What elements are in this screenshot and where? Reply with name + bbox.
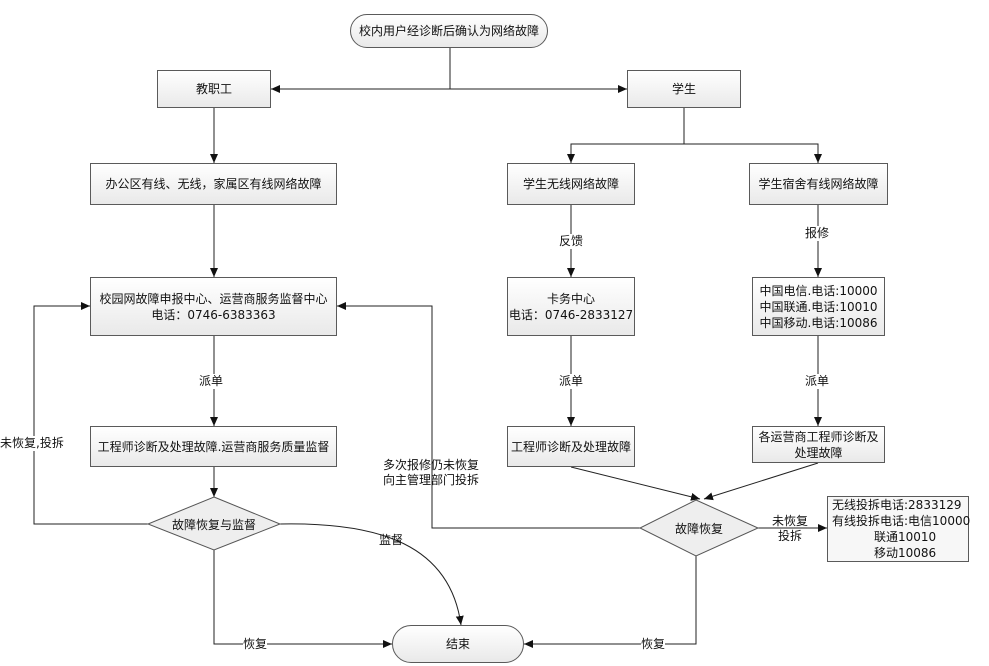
card-center-node: 卡务中心 电话：0746-2833127 <box>507 277 635 336</box>
complaint-line-1: 无线投拆电话:2833129 <box>832 498 962 512</box>
label-recover-right: 恢复 <box>641 637 666 652</box>
end-node: 结束 <box>392 625 524 663</box>
label-unrecovered-left: 未恢复,投拆 <box>0 436 64 451</box>
edge-supervise <box>279 523 464 626</box>
diamond-right-shape <box>638 499 760 557</box>
label-feedback: 反馈 <box>559 234 584 249</box>
engineer-right-line-2: 处理故障 <box>794 445 843 460</box>
edge-left-loop <box>33 302 148 525</box>
engineer-right-node: 各运营商工程师诊断及 处理故障 <box>752 426 885 463</box>
label-multi-report-line-2: 向主管理部门投拆 <box>383 473 480 487</box>
diamond-left-text: 故障恢复与监督 <box>171 518 256 532</box>
carriers-line-3: 中国移动.电话:10086 <box>759 315 878 330</box>
office-fault-node: 办公区有线、无线，家属区有线网络故障 <box>90 163 337 205</box>
engineer-right-line-1: 各运营商工程师诊断及 <box>758 429 879 444</box>
label-dispatch-left: 派单 <box>199 374 224 389</box>
dorm-wired-text: 学生宿舍有线网络故障 <box>758 177 879 191</box>
label-unrecovered-right-line-1: 未恢复 <box>772 514 809 528</box>
engineer-mid-text: 工程师诊断及处理故障 <box>510 439 631 454</box>
card-center-line-2: 电话：0746-2833127 <box>508 307 634 322</box>
edge-mid-diamond <box>570 466 701 501</box>
label-multi-report: 多次报修仍未恢复 向主管理部门投拆 <box>383 458 479 488</box>
carriers-line-1: 中国电信.电话:10000 <box>759 283 878 298</box>
complaint-box: 无线投拆电话:2833129 有线投拆电话:电信10000 联通10010 移动… <box>827 496 971 562</box>
edge-student-wireless <box>567 108 685 163</box>
end-text: 结束 <box>445 637 470 651</box>
office-fault-text: 办公区有线、无线，家属区有线网络故障 <box>105 177 322 191</box>
student-text: 学生 <box>671 82 696 96</box>
edge-right-recover <box>524 556 697 648</box>
complaint-line-4: 移动10086 <box>832 546 937 560</box>
edge-student-dorm <box>684 143 822 163</box>
edge-right-diamond <box>703 462 819 501</box>
label-dispatch-mid: 派单 <box>559 374 584 389</box>
label-multi-report-line-1: 多次报修仍未恢复 <box>383 458 480 472</box>
staff-text: 教职工 <box>195 82 232 96</box>
complaint-line-3: 联通10010 <box>832 530 937 544</box>
diamond-left-shape <box>146 496 282 551</box>
edge-start-staff <box>271 46 451 93</box>
start-node: 校内用户经诊断后确认为网络故障 <box>350 14 548 48</box>
label-unrecovered-right: 未恢复 投拆 <box>772 514 808 544</box>
staff-node: 教职工 <box>157 70 271 108</box>
carriers-node: 中国电信.电话:10000 中国联通.电话:10010 中国移动.电话:1008… <box>752 277 885 336</box>
label-supervise: 监督 <box>379 533 404 547</box>
engineer-mid-node: 工程师诊断及处理故障 <box>507 426 635 467</box>
campus-center-line-1: 校园网故障申报中心、运营商服务监督中心 <box>99 291 328 306</box>
carriers-line-2: 中国联通.电话:10010 <box>759 299 878 314</box>
complaint-line-2: 有线投拆电话:电信10000 <box>832 514 971 528</box>
label-recover-left: 恢复 <box>243 637 268 652</box>
card-center-line-1: 卡务中心 <box>546 291 595 306</box>
dorm-wired-node: 学生宿舍有线网络故障 <box>749 163 888 205</box>
label-unrecovered-right-line-2: 投拆 <box>778 529 803 543</box>
start-text: 校内用户经诊断后确认为网络故障 <box>358 24 539 38</box>
campus-center-node: 校园网故障申报中心、运营商服务监督中心 电话：0746-6383363 <box>90 277 337 336</box>
engineer-left-node: 工程师诊断及处理故障.运营商服务质量监督 <box>90 426 337 467</box>
campus-center-line-2: 电话：0746-6383363 <box>151 307 276 322</box>
student-wireless-text: 学生无线网络故障 <box>522 177 619 191</box>
edge-right-loop <box>337 302 640 529</box>
student-node: 学生 <box>627 70 741 108</box>
diamond-right-text: 故障恢复 <box>674 522 723 536</box>
label-dispatch-right: 派单 <box>805 374 830 389</box>
edge-left-recover <box>213 550 392 648</box>
student-wireless-node: 学生无线网络故障 <box>507 163 635 205</box>
label-repair: 报修 <box>805 226 830 241</box>
engineer-left-text: 工程师诊断及处理故障.运营商服务质量监督 <box>97 439 330 454</box>
